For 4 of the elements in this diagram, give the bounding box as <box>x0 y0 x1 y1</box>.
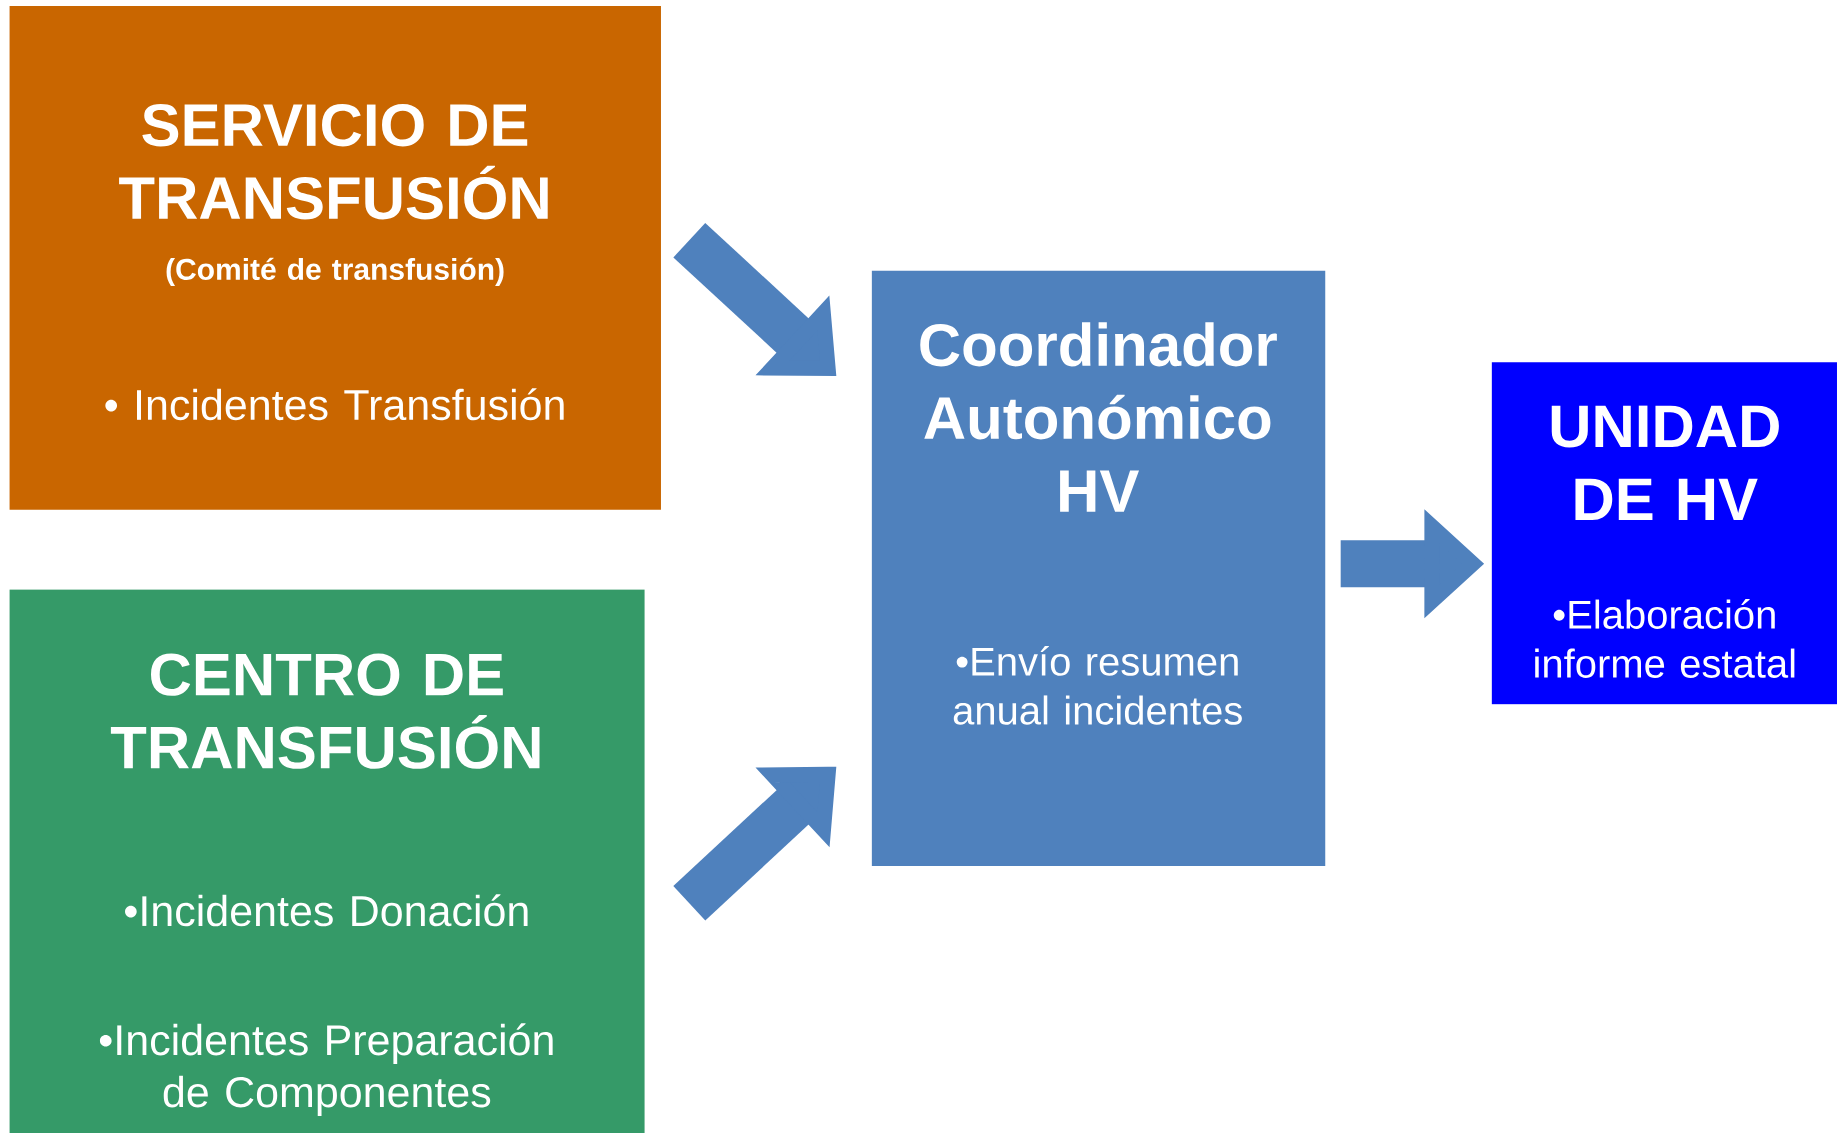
process-box: CENTRO DE TRANSFUSIÓN •Incidentes Donación •Incidentes Preparación de Componentes <box>9 589 645 1133</box>
process-box: SERVICIO DE TRANSFUSIÓN (Comité de transfusión) • Incidentes Transfusión <box>9 6 661 510</box>
process-box: UNIDAD DE HV •Elaboración informe estatal <box>1491 362 1837 705</box>
process-box: Coordinador Autonómico HV •Envío resumen anual incidentes <box>871 270 1326 867</box>
